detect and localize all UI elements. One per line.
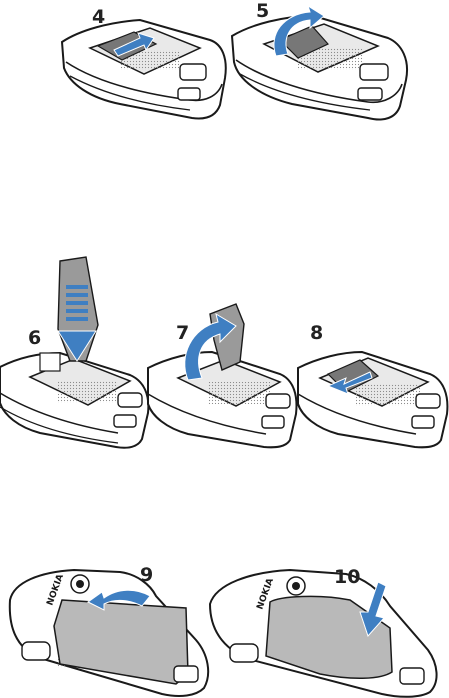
step-number: 4	[92, 8, 105, 27]
phone-back-illustration	[0, 255, 150, 447]
step-number: 9	[140, 566, 153, 585]
step-number: 10	[334, 568, 360, 587]
back-cover	[54, 600, 188, 684]
step-6-panel: 6	[0, 255, 150, 447]
phone-back-illustration: NOKIA	[0, 562, 215, 698]
step-number: 6	[28, 329, 41, 348]
phone-back-illustration	[60, 0, 230, 120]
phone-back-illustration: NOKIA	[200, 562, 449, 698]
step-7-panel: 7	[148, 300, 298, 447]
step-4-panel: 4	[60, 0, 230, 120]
step-5-panel: 5	[228, 0, 418, 120]
step-8-panel: 8	[298, 300, 449, 447]
step-10-panel: NOKIA 10	[200, 562, 449, 698]
step-9-panel: NOKIA 9	[0, 562, 215, 698]
step-number: 5	[256, 2, 269, 21]
step-number: 7	[176, 324, 189, 343]
phone-back-illustration	[148, 300, 298, 447]
step-number: 8	[310, 324, 323, 343]
